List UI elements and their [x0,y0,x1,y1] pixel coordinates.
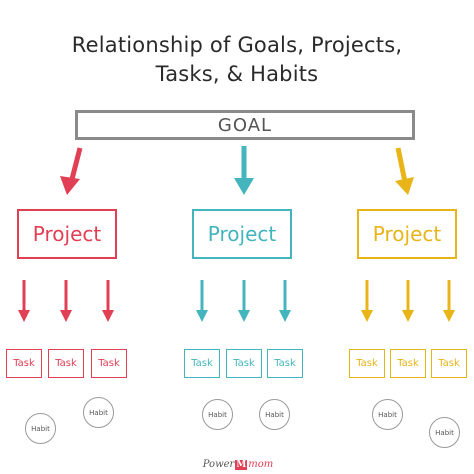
task-box: Task [6,349,42,378]
task-arrows-teal [196,280,291,322]
habit-circle: Habit [372,399,403,430]
habit-circle: Habit [259,399,290,430]
brand-logo: Power M mom [202,455,274,474]
habit-label: Habit [208,410,227,419]
task-arrows-red [18,280,114,322]
goal-arrow-teal [234,146,254,195]
task-box: Task [431,349,467,378]
habit-circle: Habit [429,417,460,448]
habit-circle: Habit [25,413,56,444]
task-box: Task [390,349,426,378]
goal-box: GOAL [75,110,415,140]
task-box: Task [349,349,385,378]
diagram-title-line1: Relationship of Goals, Projects, [71,33,403,57]
task-label: Task [233,358,255,369]
task-box: Task [48,349,84,378]
task-box: Task [226,349,262,378]
task-arrows-yellow [361,280,455,322]
project-label: Project [372,222,442,246]
project-box-yellow: Project [357,209,457,259]
habit-label: Habit [89,408,108,417]
project-box-teal: Project [192,209,292,259]
habit-circle: Habit [83,397,114,428]
project-label: Project [32,222,102,246]
task-box: Task [91,349,127,378]
project-box-red: Project [17,209,117,259]
project-label: Project [207,222,277,246]
goal-arrow-red [60,147,83,195]
task-label: Task [191,358,213,369]
task-box: Task [184,349,220,378]
logo-text-part2: mom [248,459,274,470]
task-label: Task [397,358,419,369]
diagram-title-line2: Tasks, & Habits [155,62,319,86]
habit-label: Habit [378,410,397,419]
habit-label: Habit [265,410,284,419]
task-box: Task [267,349,303,378]
logo-mark: M [235,459,248,470]
goal-arrow-yellow [395,147,414,195]
logo-text-part1: Power [202,459,235,470]
task-label: Task [98,358,120,369]
task-label: Task [274,358,296,369]
habit-label: Habit [435,428,454,437]
habit-label: Habit [31,424,50,433]
habit-circle: Habit [202,399,233,430]
task-label: Task [356,358,378,369]
task-label: Task [438,358,460,369]
task-label: Task [13,358,35,369]
goal-label: GOAL [217,114,273,136]
task-label: Task [55,358,77,369]
